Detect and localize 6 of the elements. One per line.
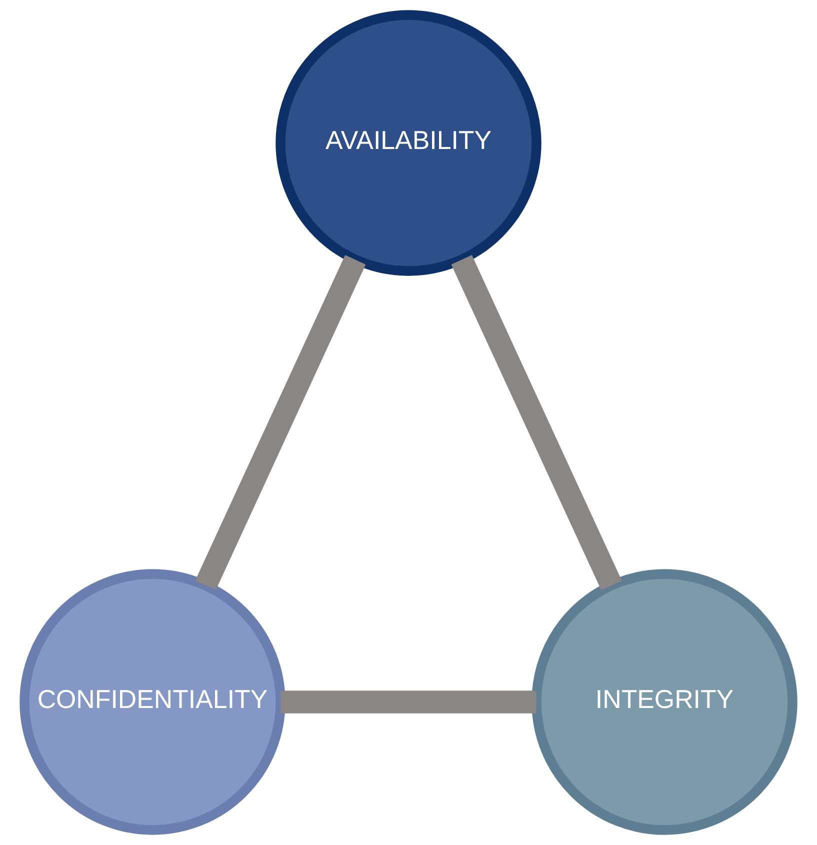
connector bbox=[451, 255, 622, 590]
node-circle: INTEGRITY bbox=[532, 569, 798, 835]
connector bbox=[280, 690, 536, 714]
node-circle: CONFIDENTIALITY bbox=[20, 569, 286, 835]
node-circle: AVAILABILITY bbox=[276, 10, 542, 276]
connector bbox=[195, 255, 366, 590]
